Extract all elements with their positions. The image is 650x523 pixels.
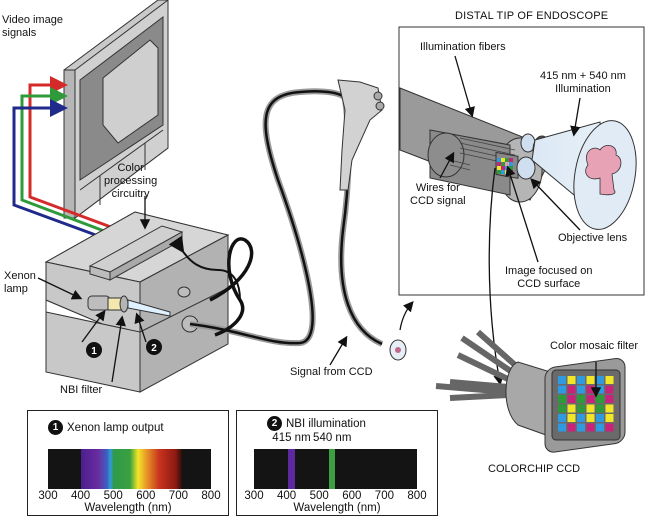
processor-unit xyxy=(44,211,230,393)
mosaic-cell xyxy=(596,423,604,432)
mosaic-cell xyxy=(605,423,614,432)
nbi-band-415 xyxy=(288,449,295,489)
svg-text:2: 2 xyxy=(151,343,157,354)
xtick-label: 700 xyxy=(374,490,394,502)
mosaic-cell xyxy=(567,376,576,384)
visible-spectrum-band xyxy=(80,449,182,489)
colorchip-ccd-label: COLORCHIP CCD xyxy=(488,463,581,475)
marker-badge-1: 1 xyxy=(48,420,63,435)
mosaic-cell xyxy=(586,376,595,384)
color-mosaic-filter-label: Color mosaic filter xyxy=(550,340,639,352)
svg-text:1: 1 xyxy=(91,346,97,357)
mosaic-cell xyxy=(596,385,604,394)
image-focused-label: Image focused on CCD surface xyxy=(505,265,593,290)
xenon-spectrum-xlabel: Wavelength (nm) xyxy=(84,502,172,514)
xtick-label: 600 xyxy=(136,490,156,502)
xtick-label: 500 xyxy=(309,490,329,502)
video-image-signals-label: Video image signals xyxy=(2,14,63,39)
nbi-spectrum-bar xyxy=(254,449,417,489)
mosaic-cell xyxy=(596,404,604,413)
nbi-spectrum-title: 2 NBI illumination xyxy=(267,416,366,431)
distal-tip-arrows xyxy=(439,55,581,386)
mosaic-grid xyxy=(558,376,614,432)
illumination-wavelengths-label: 415 nm + 540 nm Illumination xyxy=(540,70,626,95)
nbi-filter-label: NBI filter xyxy=(60,384,103,396)
marker-1: 1 xyxy=(86,342,102,358)
mosaic-cell xyxy=(605,395,614,403)
mosaic-cell xyxy=(567,395,576,403)
xenon-spectrum-title: 1 Xenon lamp output xyxy=(48,420,164,435)
xenon-lamp-label: Xenon lamp xyxy=(4,270,36,295)
mosaic-cell xyxy=(577,423,585,432)
color-processing-circuitry-label: Color processing circuitry xyxy=(104,162,158,200)
xtick-label: 800 xyxy=(407,490,427,502)
nbi-band-540 xyxy=(328,449,336,489)
mosaic-cell xyxy=(605,404,614,413)
nbi-band-label: 540 nm xyxy=(313,432,352,444)
mosaic-cell xyxy=(558,395,566,403)
colorchip-ccd xyxy=(435,329,626,453)
pointer-arrows xyxy=(37,196,414,383)
xenon-spectrum-panel: 1 Xenon lamp output 300 400 500 600 700 800 W… xyxy=(27,410,229,516)
endoscope xyxy=(168,79,407,361)
xtick-label: 500 xyxy=(103,490,123,502)
mosaic-cell xyxy=(577,395,585,403)
mosaic-cell xyxy=(558,376,566,384)
mosaic-cell xyxy=(577,385,585,394)
mosaic-cell xyxy=(605,414,614,422)
ccd-wires xyxy=(435,329,517,401)
signal-from-ccd-label: Signal from CCD xyxy=(290,366,373,378)
xtick-label: 300 xyxy=(38,490,58,502)
mosaic-cell xyxy=(567,385,576,394)
xtick-label: 400 xyxy=(71,490,91,502)
tip-mosaic xyxy=(497,158,513,174)
mosaic-cell xyxy=(577,404,585,413)
mosaic-cell xyxy=(558,385,566,394)
mosaic-cell xyxy=(596,395,604,403)
mosaic-cell xyxy=(586,423,595,432)
mosaic-cell xyxy=(558,404,566,413)
mosaic-cell xyxy=(577,414,585,422)
illumination-fibers-label: Illumination fibers xyxy=(420,41,506,53)
distal-tip-header: DISTAL TIP OF ENDOSCOPE xyxy=(455,10,609,22)
xtick-label: 300 xyxy=(244,490,264,502)
mosaic-cell xyxy=(577,376,585,384)
video-signal-lines xyxy=(12,76,128,243)
mosaic-cell xyxy=(586,404,595,413)
mosaic-cell xyxy=(596,414,604,422)
mosaic-cell xyxy=(586,395,595,403)
xtick-label: 600 xyxy=(342,490,362,502)
mosaic-cell xyxy=(586,385,595,394)
mosaic-cell xyxy=(558,423,566,432)
mosaic-cell xyxy=(567,423,576,432)
mosaic-cell xyxy=(586,414,595,422)
marker-2: 2 xyxy=(146,339,162,355)
xtick-label: 800 xyxy=(201,490,221,502)
xtick-label: 700 xyxy=(168,490,188,502)
monitor xyxy=(63,0,169,220)
xenon-spectrum-bar xyxy=(48,449,211,489)
objective-lens-label: Objective lens xyxy=(558,232,628,244)
xenon-lamp-assembly xyxy=(87,286,199,333)
marker-badge-2: 2 xyxy=(267,416,282,431)
nbi-spectrum-xlabel: Wavelength (nm) xyxy=(293,502,381,514)
nbi-band-label: 415 nm xyxy=(272,432,311,444)
mosaic-cell xyxy=(567,414,576,422)
mosaic-cell xyxy=(605,376,614,384)
xtick-label: 400 xyxy=(277,490,297,502)
mosaic-cell xyxy=(567,404,576,413)
wires-for-ccd-signal-label: Wires for CCD signal xyxy=(410,182,466,207)
nbi-spectrum-title-text: NBI illumination xyxy=(286,417,366,430)
mosaic-cell xyxy=(605,385,614,394)
xenon-spectrum-title-text: Xenon lamp output xyxy=(67,421,164,434)
mosaic-cell xyxy=(558,414,566,422)
mosaic-cell xyxy=(596,376,604,384)
